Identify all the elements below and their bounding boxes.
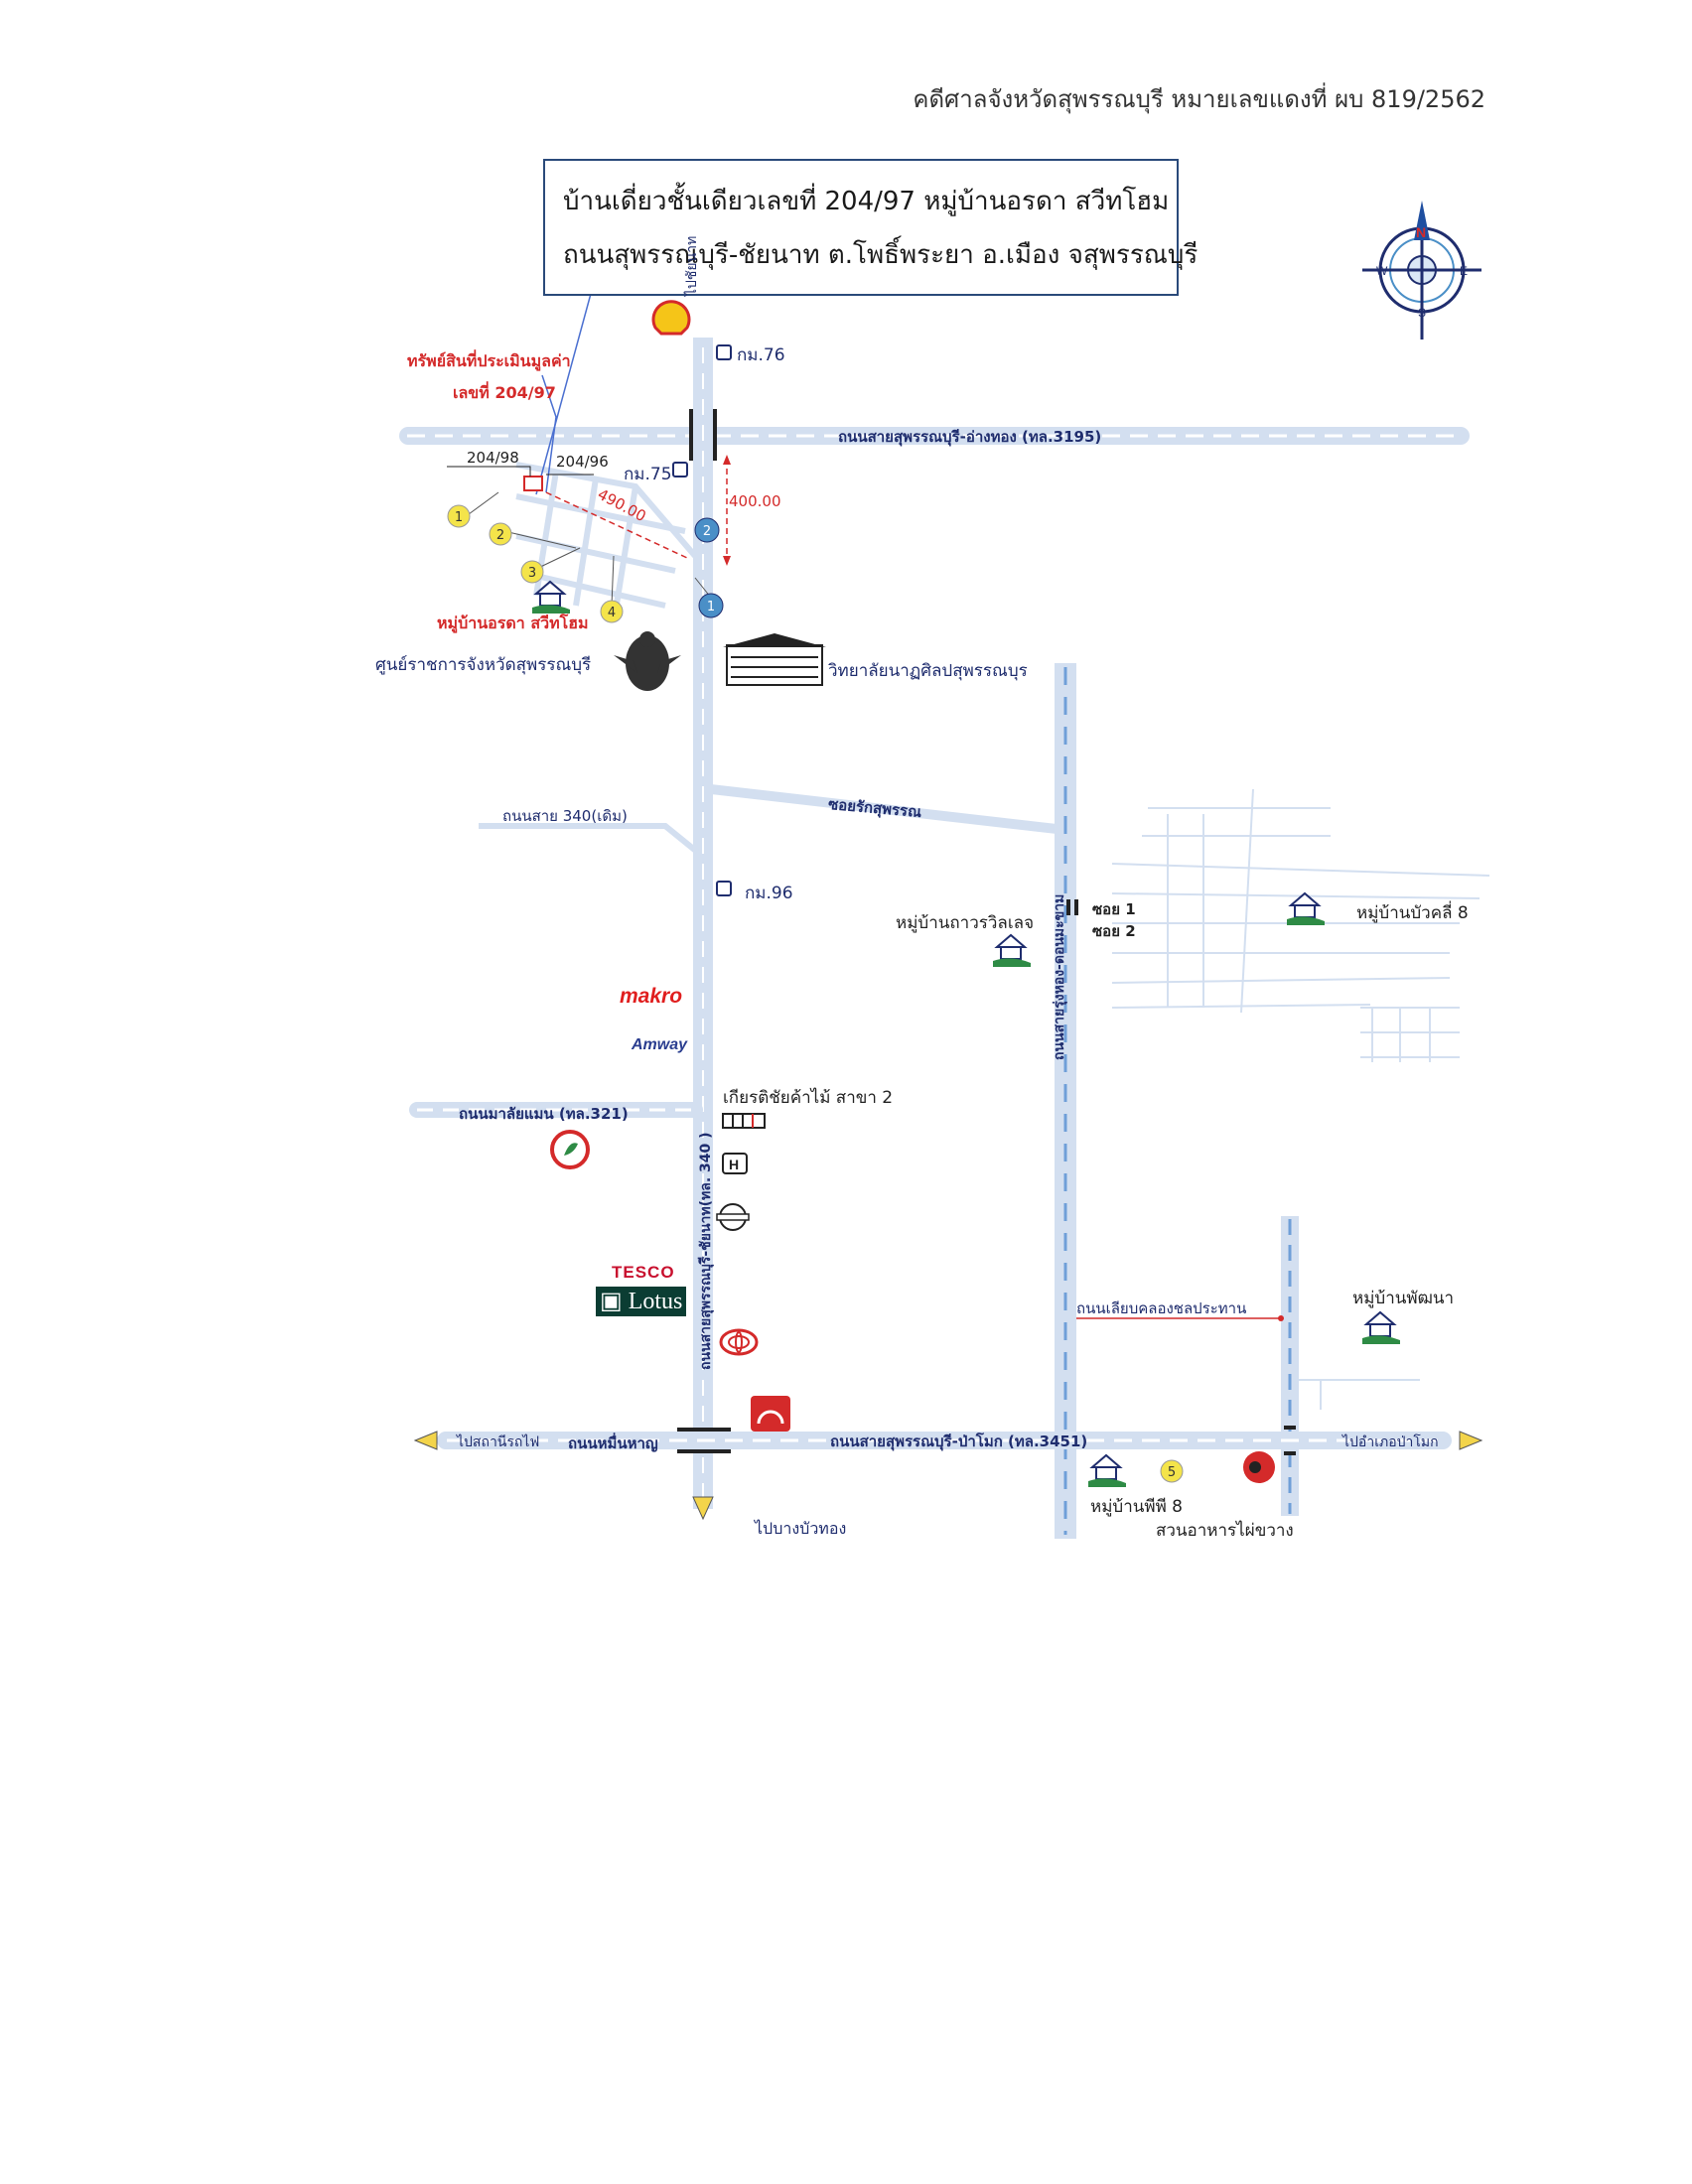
road-soi-rak <box>711 784 1057 834</box>
km-76: กม.76 <box>737 345 785 365</box>
amway-logo: Amway <box>632 1036 688 1053</box>
soi-2: ซอย 2 <box>1092 922 1136 940</box>
place-pp8: หมู่บ้านพีพี 8 <box>1090 1497 1184 1517</box>
svg-text:4: 4 <box>608 606 616 620</box>
road-label-old-340: ถนนสาย 340(เดิม) <box>502 807 628 825</box>
road-label-main: ถนนสายสุพรรณบุรี-ชัยนาท(ทล. 340 ) <box>698 1132 714 1370</box>
km-96: กม.96 <box>745 884 793 903</box>
toyota-logo <box>719 1328 759 1356</box>
callout-line-2: ถนนสุพรรณบุรี-ชัยนาท ต.โพธิ์พระยา อ.เมือ… <box>563 240 1198 270</box>
road-label-bottom: ถนนสายสุพรรณบุรี-ป่าโมก (ทล.3451) <box>830 1433 1088 1450</box>
place-orada: หมู่บ้านอรดา สวีทโฮม <box>437 614 589 632</box>
road-label-right-vertical: ถนนสายรุ่งหอง-ดอนมะขาม <box>1052 893 1067 1060</box>
house-icon-orada <box>532 580 570 614</box>
lotus-logo: ▣ Lotus <box>596 1287 687 1316</box>
aia-logo <box>751 1396 790 1432</box>
tesco-logo: TESCO <box>612 1263 675 1282</box>
km-75: กม.75 <box>624 465 672 484</box>
honda-logo: H <box>722 1153 748 1174</box>
lotus-icon: ▣ <box>600 1289 629 1314</box>
arrow-right <box>1459 1431 1483 1450</box>
marker-yellow-2: 2 <box>489 522 512 546</box>
road-label-muen-han: ถนนหมื่นหาญ <box>568 1434 658 1452</box>
case-header: คดีศาลจังหวัดสุพรรณบุรี หมายเลขแดงที่ ผบ… <box>913 85 1485 113</box>
callout-pointer <box>535 267 599 495</box>
road-label-north: ไปชัยนาท <box>684 235 700 296</box>
road-top <box>399 427 1470 445</box>
makro-logo: makro <box>620 985 683 1008</box>
arrow-down <box>692 1496 714 1521</box>
place-restaurant: สวนอาหารไผ่ขวาง <box>1156 1521 1294 1541</box>
callout-line-1: บ้านเดี่ยวชั้นเดียวเลขที่ 204/97 หมู่บ้า… <box>563 187 1170 216</box>
property-label-1: ทรัพย์สินที่ประเมินมูลค่า <box>407 351 571 370</box>
house-no-right: 204/96 <box>556 453 609 471</box>
place-buakhli: หมู่บ้านบัวคลี่ 8 <box>1356 903 1469 923</box>
house-icon-pp8 <box>1088 1453 1126 1487</box>
km-icon-96 <box>716 881 732 896</box>
road-label-malai: ถนนมาลัยแมน (ทล.321) <box>459 1105 629 1123</box>
road-label-to-station: ไปสถานีรถไฟ <box>457 1434 540 1450</box>
svg-text:3: 3 <box>528 566 536 581</box>
place-college: วิทยาลัยนาฏศิลปสุพรรณบุร <box>828 661 1028 681</box>
property-callout: บ้านเดี่ยวชั้นเดียวเลขที่ 204/97 หมู่บ้า… <box>543 159 1198 296</box>
place-thaweewit: หมู่บ้านถาวรวิลเลจ <box>896 913 1035 933</box>
km-icon-76 <box>716 344 732 360</box>
road-bottom <box>437 1432 1452 1449</box>
place-phatthana: หมู่บ้านพัฒนา <box>1352 1289 1455 1308</box>
nissan-logo <box>716 1203 750 1231</box>
marker-blue-1: 1 <box>698 593 724 618</box>
kasikorn-logo <box>550 1130 590 1169</box>
road-label-canal: ถนนเลียบคลองชลประทาน <box>1076 1299 1247 1317</box>
restaurant-logo <box>1243 1451 1275 1483</box>
garuda-emblem <box>614 631 681 691</box>
svg-text:2: 2 <box>703 524 711 539</box>
property-marker <box>523 476 543 491</box>
svg-text:1: 1 <box>707 600 715 614</box>
place-kiat: เกียรติชัยค้าไม้ สาขา 2 <box>723 1088 894 1108</box>
road-label-to-pamok: ไปอำเภอป่าโมก <box>1342 1434 1439 1450</box>
lotus-label: Lotus <box>628 1289 683 1314</box>
compass-e: E <box>1460 264 1469 278</box>
marker-yellow-5: 5 <box>1160 1459 1184 1483</box>
road-label-to-south: ไปบางบัวทอง <box>755 1519 847 1538</box>
svg-text:1: 1 <box>455 510 463 525</box>
marker-blue-2: 2 <box>694 517 720 543</box>
place-govt-center: ศูนย์ราชการจังหวัดสุพรรณบุรี <box>375 655 592 675</box>
house-icon-thaweewit <box>993 933 1031 967</box>
college-building <box>723 633 826 686</box>
km-icon-75 <box>672 462 688 478</box>
house-icon-phatthana <box>1362 1310 1400 1344</box>
marker-yellow-3: 3 <box>520 560 544 584</box>
road-old-340 <box>479 823 699 855</box>
compass-s: S <box>1418 306 1427 320</box>
phatthana-streets <box>1299 1379 1420 1410</box>
house-no-left: 204/98 <box>467 449 519 467</box>
store-icon <box>722 1113 766 1129</box>
distance-vert: 400.00 <box>729 492 781 510</box>
road-far-right <box>1281 1216 1299 1516</box>
compass-n: N <box>1416 224 1427 240</box>
distance-diag-line <box>545 491 688 559</box>
svg-text:5: 5 <box>1168 1465 1176 1480</box>
compass-w: W <box>1376 264 1388 278</box>
soi-1: ซอย 1 <box>1092 900 1136 918</box>
svg-text:2: 2 <box>496 528 504 543</box>
compass <box>1362 201 1481 340</box>
marker-yellow-4: 4 <box>600 600 624 623</box>
arrow-left <box>413 1431 438 1450</box>
house-icon-buakhli <box>1287 891 1325 925</box>
road-label-top: ถนนสายสุพรรณบุรี-อ่างทอง (ทล.3195) <box>838 428 1102 446</box>
svg-text:H: H <box>729 1157 739 1172</box>
marker-yellow-1: 1 <box>447 504 471 528</box>
property-label-2: เลขที่ 204/97 <box>453 383 556 402</box>
buakhli-grid <box>1111 788 1490 1062</box>
shell-logo <box>651 300 691 336</box>
